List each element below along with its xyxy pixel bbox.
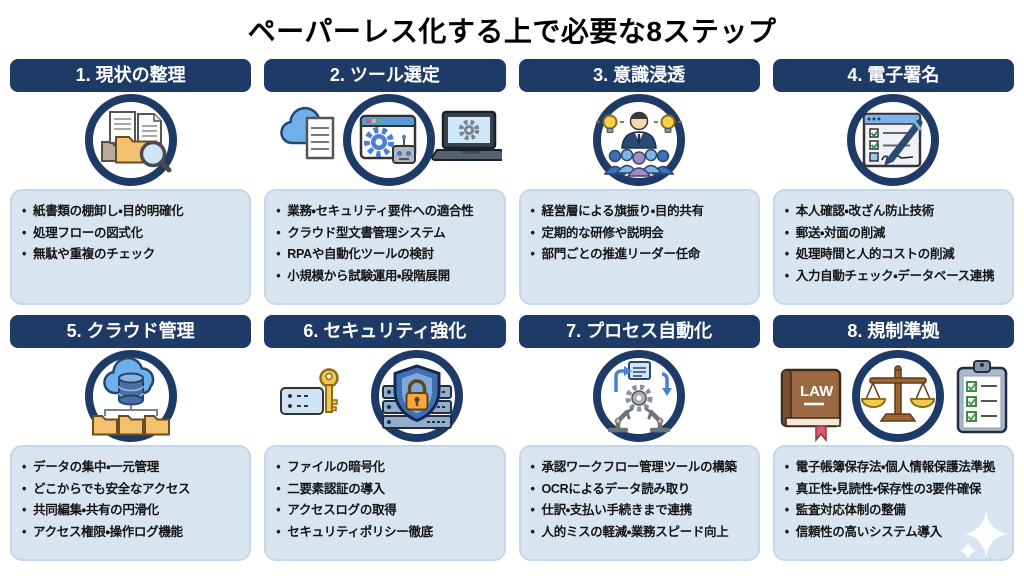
bullet-item: 人的ミスの軽減・業務スピード向上: [529, 522, 752, 544]
step-card-3: 3. 意識浸透: [518, 59, 760, 305]
bullet-item: 本人確認・改ざん防止技術: [783, 201, 1006, 223]
bullet-item: OCRによるデータ読み取り: [529, 479, 752, 501]
step-3-title: 3. 意識浸透: [593, 65, 686, 85]
step-2-title: 2. ツール選定: [329, 65, 440, 85]
step-1-title: 1. 現状の整理: [75, 65, 186, 85]
step-4-bullet-list: 本人確認・改ざん防止技術 郵送・対面の削減 処理時間と人的コストの削減 入力自動…: [783, 201, 1006, 287]
step-7-icon-area: [519, 348, 760, 445]
bullet-item: クラウド型文書管理システム: [274, 223, 497, 245]
sparkle-icon: [959, 511, 1008, 559]
bullet-item: アクセス権限・操作ログ機能: [20, 522, 243, 544]
step-7-bullet-list: 承認ワークフロー管理ツールの構築 OCRによるデータ読み取り 仕訳・支払い手続き…: [529, 457, 752, 543]
key-shield-lock-servers-icon: [280, 350, 464, 442]
step-7-header: 7. プロセス自動化: [518, 315, 760, 348]
workflow-gear-robot-arms-icon: [593, 350, 686, 442]
step-4-panel: 本人確認・改ざん防止技術 郵送・対面の削減 処理時間と人的コストの削減 入力自動…: [772, 189, 1014, 305]
step-8-header: 8. 規制準拠: [772, 315, 1014, 348]
step-6-bullet-list: ファイルの暗号化 二要素認証の導入 アクセスログの取得 セキュリティポリシー徹底: [274, 457, 497, 543]
step-4-header: 4. 電子署名: [772, 59, 1014, 92]
svg-text:LAW: LAW: [800, 383, 834, 400]
step-8-icon-area: LAW: [773, 348, 1014, 445]
step-7-panel: 承認ワークフロー管理ツールの構築 OCRによるデータ読み取り 仕訳・支払い手続き…: [518, 445, 760, 561]
step-1-header: 1. 現状の整理: [10, 59, 252, 92]
bullet-item: 業務・セキュリティ要件への適合性: [274, 201, 497, 223]
bullet-item: 処理時間と人的コストの削減: [783, 244, 1006, 266]
bullet-item: 処理フローの図式化: [20, 223, 243, 245]
bullet-item: 部門ごとの推進リーダー任命: [529, 244, 752, 266]
step-3-header: 3. 意識浸透: [518, 59, 760, 92]
step-5-panel: データの集中・一元管理 どこからでも安全なアクセス 共同編集・共有の円滑化 アク…: [10, 445, 252, 561]
page-title: ペーパーレス化する上で必要な8ステップ: [247, 16, 777, 47]
step-5-header: 5. クラウド管理: [10, 315, 252, 348]
cloud-database-folders-icon: [84, 350, 177, 442]
bullet-item: 小規模から試験運用・段階展開: [274, 266, 497, 288]
bullet-item: 紙書類の棚卸し・目的明確化: [20, 201, 243, 223]
step-7-title: 7. プロセス自動化: [566, 321, 713, 341]
step-8-bullet-list: 電子帳簿保存法・個人情報保護法準拠 真正性・見読性・保存性の3要件確保 監査対応…: [783, 457, 1006, 543]
step-card-4: 4. 電子署名 本人確認・改ざん: [772, 59, 1014, 305]
step-3-bullet-list: 経営層による旗振り・目的共有 定期的な研修や説明会 部門ごとの推進リーダー任命: [529, 201, 752, 266]
step-card-6: 6. セキュリティ強化: [264, 315, 506, 561]
step-5-title: 5. クラウド管理: [66, 321, 195, 341]
signed-form-pen-icon: [847, 94, 940, 186]
bullet-item: どこからでも安全なアクセス: [20, 479, 243, 501]
step-3-icon-area: [519, 92, 760, 189]
bullet-item: 信頼性の高いシステム導入: [783, 522, 1006, 544]
step-6-title: 6. セキュリティ強化: [303, 321, 467, 341]
step-1-panel: 紙書類の棚卸し・目的明確化 処理フローの図式化 無駄や重複のチェック: [10, 189, 252, 305]
bullet-item: 定期的な研修や説明会: [529, 223, 752, 245]
bullet-item: 経営層による旗振り・目的共有: [529, 201, 752, 223]
bullet-item: 郵送・対面の削減: [783, 223, 1006, 245]
law-book-scales-checklist-icon: LAW: [780, 350, 1008, 443]
documents-folder-magnifier-icon: [84, 94, 177, 186]
bullet-item: 共同編集・共有の円滑化: [20, 500, 243, 522]
bullet-item: 真正性・見読性・保存性の3要件確保: [783, 479, 1006, 501]
bullet-item: アクセスログの取得: [274, 500, 497, 522]
step-card-2: 2. ツール選定: [264, 59, 506, 305]
step-1-icon-area: [10, 92, 251, 189]
step-8-title: 8. 規制準拠: [847, 321, 940, 341]
step-card-8: 8. 規制準拠 LAW: [772, 315, 1014, 561]
cloud-document-robot-browser-laptop-icon: [280, 94, 503, 186]
bullet-item: 仕訳・支払い手続きまで連携: [529, 500, 752, 522]
step-2-header: 2. ツール選定: [264, 59, 506, 92]
step-5-icon-area: [10, 348, 251, 445]
step-6-header: 6. セキュリティ強化: [264, 315, 506, 348]
bullet-item: 承認ワークフロー管理ツールの構築: [529, 457, 752, 479]
bullet-item: データの集中・一元管理: [20, 457, 243, 479]
bullet-item: 電子帳簿保存法・個人情報保護法準拠: [783, 457, 1006, 479]
bullet-item: 監査対応体制の整備: [783, 500, 1006, 522]
team-leader-ideas-icon: [593, 94, 686, 186]
step-3-panel: 経営層による旗振り・目的共有 定期的な研修や説明会 部門ごとの推進リーダー任命: [518, 189, 760, 305]
step-6-icon-area: [264, 348, 505, 445]
step-4-title: 4. 電子署名: [847, 65, 940, 85]
step-card-1: 1. 現状の整理 紙書類の棚卸し・目的明確: [10, 59, 252, 305]
step-2-panel: 業務・セキュリティ要件への適合性 クラウド型文書管理システム RPAや自動化ツー…: [264, 189, 506, 305]
bullet-item: ファイルの暗号化: [274, 457, 497, 479]
step-card-7: 7. プロセス自動化: [518, 315, 760, 561]
step-8-panel: 電子帳簿保存法・個人情報保護法準拠 真正性・見読性・保存性の3要件確保 監査対応…: [772, 445, 1014, 561]
bullet-item: セキュリティポリシー徹底: [274, 522, 497, 544]
bullet-item: 二要素認証の導入: [274, 479, 497, 501]
steps-grid: 1. 現状の整理 紙書類の棚卸し・目的明確: [0, 59, 1024, 561]
bullet-item: 無駄や重複のチェック: [20, 244, 243, 266]
bullet-item: 入力自動チェック・データベース連携: [783, 266, 1006, 288]
step-1-bullet-list: 紙書類の棚卸し・目的明確化 処理フローの図式化 無駄や重複のチェック: [20, 201, 243, 266]
step-2-icon-area: [264, 92, 505, 189]
step-6-panel: ファイルの暗号化 二要素認証の導入 アクセスログの取得 セキュリティポリシー徹底: [264, 445, 506, 561]
bullet-item: RPAや自動化ツールの検討: [274, 244, 497, 266]
step-2-bullet-list: 業務・セキュリティ要件への適合性 クラウド型文書管理システム RPAや自動化ツー…: [274, 201, 497, 287]
step-5-bullet-list: データの集中・一元管理 どこからでも安全なアクセス 共同編集・共有の円滑化 アク…: [20, 457, 243, 543]
step-4-icon-area: [773, 92, 1014, 189]
step-card-5: 5. クラウド管理 データの集中・一元管理 どこ: [10, 315, 252, 561]
